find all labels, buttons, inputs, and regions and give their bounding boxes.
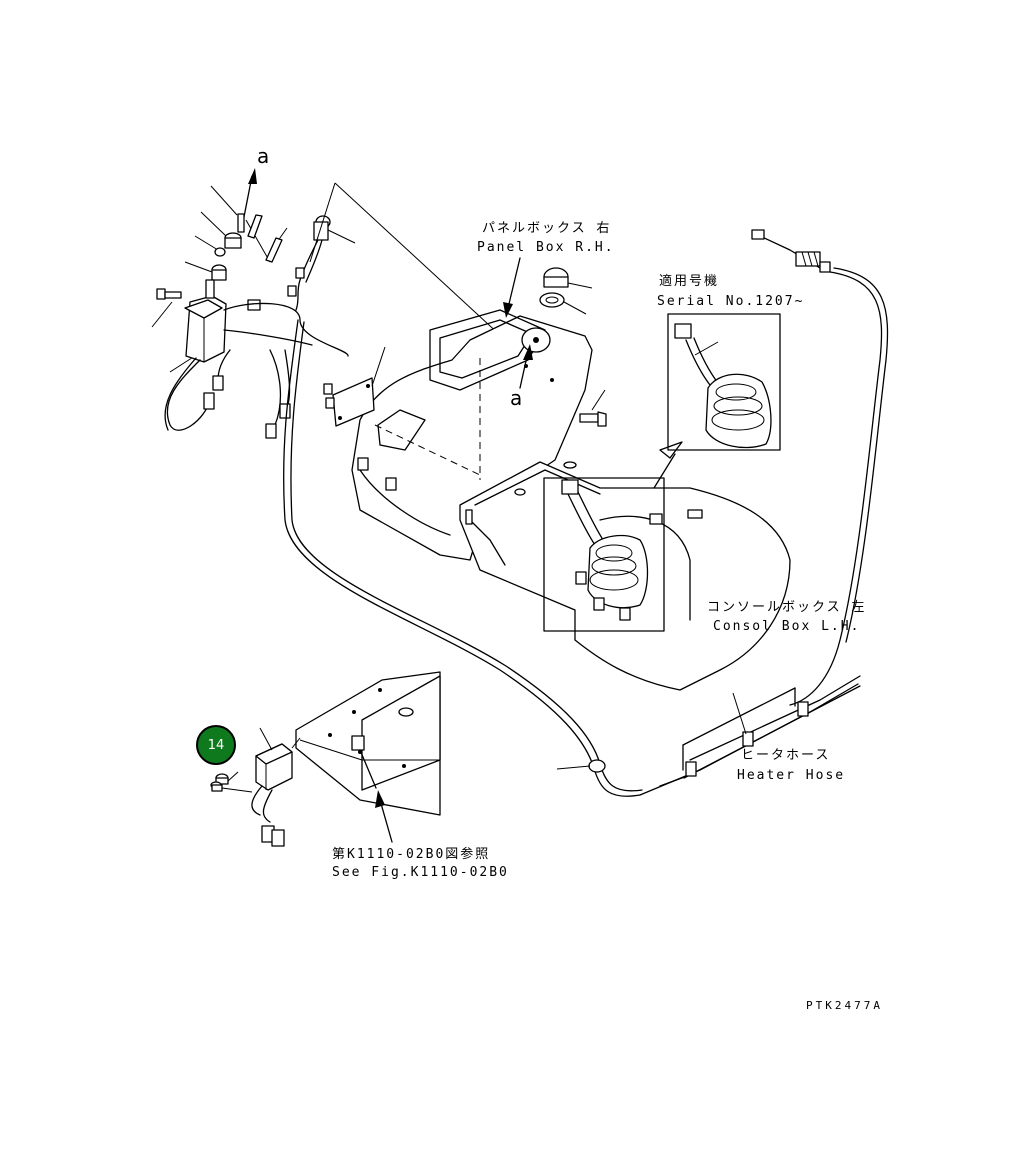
serial-label-jp: 適用号機 <box>659 274 720 289</box>
control-cable <box>751 229 889 706</box>
callout-14-badge[interactable]: 14 <box>196 725 236 765</box>
panel-box-label-jp: パネルボックス 右 <box>482 221 612 236</box>
ref-letter-a-center: a <box>510 386 523 410</box>
see-fig-label-jp: 第K1110-02B0図参照 <box>332 847 491 862</box>
serial-inset <box>667 313 781 451</box>
ref-letter-a-top: a <box>257 144 270 168</box>
console-box-label-jp: コンソールボックス 左 <box>707 600 867 615</box>
panel-box-label-en: Panel Box R.H. <box>477 240 615 255</box>
serial-label-en: Serial No.1207~ <box>657 294 805 309</box>
console-box-lh <box>459 441 791 691</box>
heater-hose-label-en: Heater Hose <box>737 768 846 783</box>
see-fig-label-en: See Fig.K1110-02B0 <box>332 865 509 880</box>
bracket-and-relay <box>210 671 441 847</box>
panel-box-rh <box>323 257 607 561</box>
heater-hose-label-jp: ヒータホース <box>741 748 831 763</box>
switch-assembly <box>151 168 528 439</box>
console-box-label-en: Consol Box L.H. <box>713 619 861 634</box>
drawing-number: PTK2477A <box>806 999 883 1012</box>
heater-hose <box>556 675 861 796</box>
